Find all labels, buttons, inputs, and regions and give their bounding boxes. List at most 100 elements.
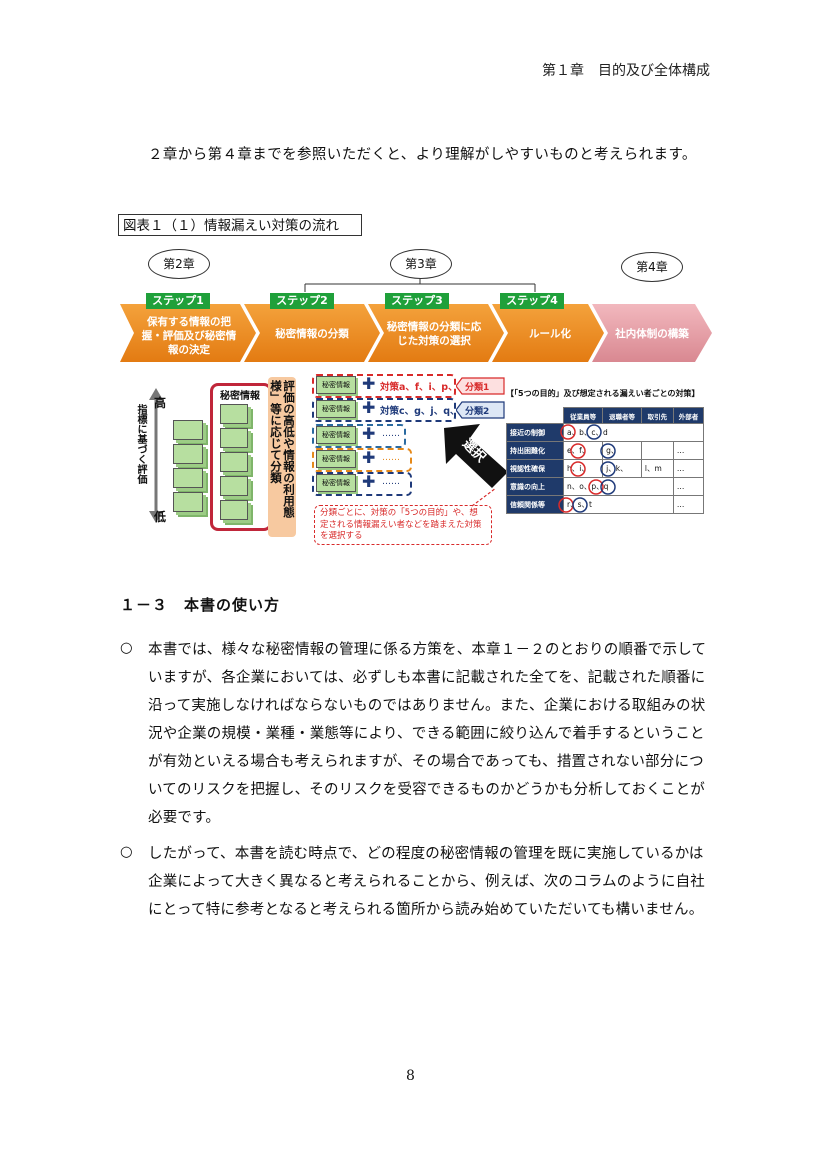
highlight-circle (560, 424, 576, 440)
table-row-header: 接近の制御 (506, 423, 564, 442)
doc-stack-icon (173, 444, 203, 464)
note-box: 分類ごとに、対策の「5つの目的」や、想定される情報漏えい者などを踏まえた対策を選… (314, 505, 492, 545)
figure-caption: 図表１（１）情報漏えい対策の流れ (118, 214, 362, 236)
category-doc-icon: 秘密情報 (316, 474, 356, 492)
table-cell: … (672, 441, 705, 460)
class-arrow-shapes (456, 377, 505, 419)
axis-low: 低 (154, 510, 167, 524)
bullet-icon: ○ (120, 844, 133, 860)
final-step-text: 社内体制の構築 (615, 328, 689, 340)
step-1-label: ステップ1 (146, 293, 210, 309)
class-1-arrow (456, 377, 505, 395)
step-2-arrow (244, 304, 380, 362)
secret-info-label: 秘密情報 (220, 391, 260, 402)
paragraph-2: したがって、本書を読む時点で、どの程度の秘密情報の管理を既に実施しているかは企業… (148, 846, 706, 918)
table-row-header: 視認性確保 (506, 459, 564, 478)
evaluation-axis-arrow (149, 388, 163, 523)
table-cell (640, 441, 674, 460)
plus-icon: ✚ (362, 374, 376, 393)
doc-stack-icon (220, 452, 248, 472)
highlight-circle (600, 443, 616, 459)
select-arrow-icon (444, 424, 508, 488)
plus-icon: ✚ (362, 472, 376, 491)
final-step-arrow (592, 304, 712, 362)
table-cell: l、m (640, 459, 674, 478)
classify-text: 評価の高低や情報の利用態様」等に応じて分類 (269, 380, 296, 518)
chapter-2-label: 第2章 (148, 249, 210, 279)
step-4-label: ステップ4 (500, 293, 564, 309)
table-header-row: 従業員等 退職者等 取引先 外部者 (506, 407, 705, 424)
chapter-4-label: 第4章 (621, 252, 683, 282)
highlight-circle (572, 497, 588, 513)
measure-text-5: …… (382, 477, 400, 487)
category-doc-icon: 秘密情報 (316, 400, 356, 418)
doc-stack-icon (173, 420, 203, 440)
page-number: 8 (406, 1068, 415, 1084)
step-1-arrow (120, 304, 256, 362)
step-2-text: 秘密情報の分類 (275, 328, 349, 340)
table-cell: … (672, 459, 705, 478)
step-3-text: 秘密情報の分類に応じた対策の選択 (386, 321, 482, 347)
measure-text-3: …… (382, 429, 400, 439)
bullet-icon: ○ (120, 640, 133, 656)
step-3-arrow (368, 304, 504, 362)
axis-high: 高 (154, 396, 167, 410)
doc-stack-icon (220, 428, 248, 448)
chapter-3-bracket (304, 278, 536, 292)
table-row: 信頼関係等 r、s、t … (506, 495, 705, 514)
doc-stack-icon (173, 468, 203, 488)
table-column-header: 外部者 (672, 407, 705, 424)
doc-stack-icon (220, 500, 248, 520)
step-3-label: ステップ3 (385, 293, 449, 309)
step-2-label: ステップ2 (270, 293, 334, 309)
highlight-circle (558, 497, 574, 513)
table-row-header: 持出困難化 (506, 441, 564, 460)
table-column-header: 退職者等 (602, 407, 642, 424)
table-column-header: 取引先 (640, 407, 674, 424)
table-row-header: 信頼関係等 (506, 495, 564, 514)
doc-stack-icon (173, 492, 203, 512)
paragraph-1: 本書では、様々な秘密情報の管理に係る方策を、本章１－２のとおりの順番で示していま… (148, 642, 707, 826)
plus-icon: ✚ (362, 448, 376, 467)
category-doc-icon: 秘密情報 (316, 426, 356, 444)
category-box-5 (312, 472, 412, 496)
measure-text-1: 対策a、f、i、p、r (380, 382, 463, 393)
category-doc-icon: 秘密情報 (316, 450, 356, 468)
intro-text: ２章から第４章までを参照いただくと、より理解がしやすいものと考えられます。 (148, 147, 697, 163)
class-2-arrow (456, 401, 505, 419)
step-arrows (120, 304, 712, 362)
category-doc-icon: 秘密情報 (316, 376, 356, 394)
axis-label: 指標に基づく評価 (135, 404, 146, 484)
doc-stack-icon (220, 404, 248, 424)
step-4-arrow (492, 304, 604, 362)
class-1-label: 分類1 (465, 383, 490, 393)
table-title: 【「5つの目的」及び想定される漏えい者ごとの対策】 (506, 389, 700, 398)
highlight-circle (600, 479, 616, 495)
table-highlight-circles (558, 424, 616, 513)
classify-bar (268, 377, 296, 537)
plus-icon: ✚ (362, 424, 376, 443)
highlight-circle (586, 424, 602, 440)
table-row-header: 意識の向上 (506, 477, 564, 496)
note-pointer (471, 487, 497, 507)
category-box-3 (312, 424, 406, 448)
category-box-4 (312, 448, 412, 472)
chapter-3-label: 第3章 (390, 249, 452, 279)
plus-icon: ✚ (362, 398, 376, 417)
highlight-circle (600, 461, 616, 477)
step-4-text: ルール化 (529, 328, 571, 340)
class-2-label: 分類2 (465, 407, 490, 417)
doc-stack-icon (220, 476, 248, 496)
table-cell: … (672, 495, 705, 514)
category-box-2 (312, 398, 456, 422)
category-box-1 (312, 374, 456, 398)
table-row: 視認性確保 h、i、 j、k、 l、m … (506, 459, 705, 478)
chapter-header: 第１章 目的及び全体構成 (542, 63, 710, 79)
highlight-circle (570, 443, 586, 459)
measure-text-4: …… (382, 453, 400, 463)
highlight-circle (588, 479, 604, 495)
table-corner (506, 407, 564, 424)
measure-text-2: 対策c、g、j、q、s (380, 406, 466, 417)
section-title: １－３ 本書の使い方 (120, 596, 281, 614)
step-1-text: 保有する情報の把握・評価及び秘密情報の決定 (141, 316, 237, 356)
